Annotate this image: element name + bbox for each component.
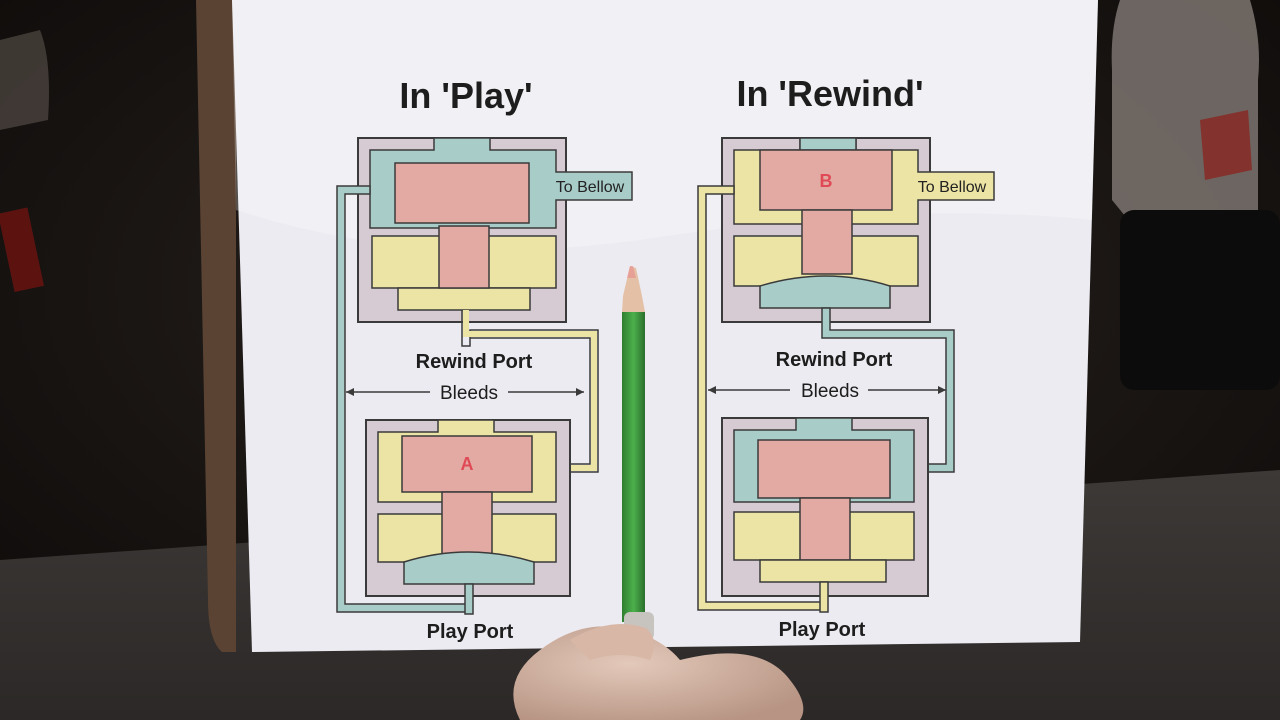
rewind-title: In 'Rewind': [736, 73, 923, 114]
bottle: [1111, 0, 1259, 224]
rewind-bellow-label: To Bellow: [918, 179, 987, 196]
board: [196, 0, 236, 652]
left-bottle: [0, 30, 49, 130]
rewind-play-port: Play Port: [779, 619, 866, 641]
dark-can: [1120, 210, 1280, 390]
play-piston-letter: A: [461, 454, 474, 474]
play-play-port: Play Port: [427, 621, 514, 643]
play-bellow-label: To Bellow: [556, 179, 625, 196]
play-diagram: In 'Play' To Bellow Rewind Port Bleeds A…: [336, 75, 633, 643]
rewind-piston-letter: B: [820, 171, 833, 191]
play-rewind-port: Rewind Port: [416, 351, 533, 373]
play-title: In 'Play': [399, 75, 532, 116]
hand: [513, 624, 804, 720]
rewind-rewind-port: Rewind Port: [776, 349, 893, 371]
play-bleeds: Bleeds: [440, 383, 498, 404]
rewind-diagram: In 'Rewind' B To Bellow Rewind Port Blee…: [697, 73, 995, 641]
rewind-bleeds: Bleeds: [801, 381, 859, 402]
